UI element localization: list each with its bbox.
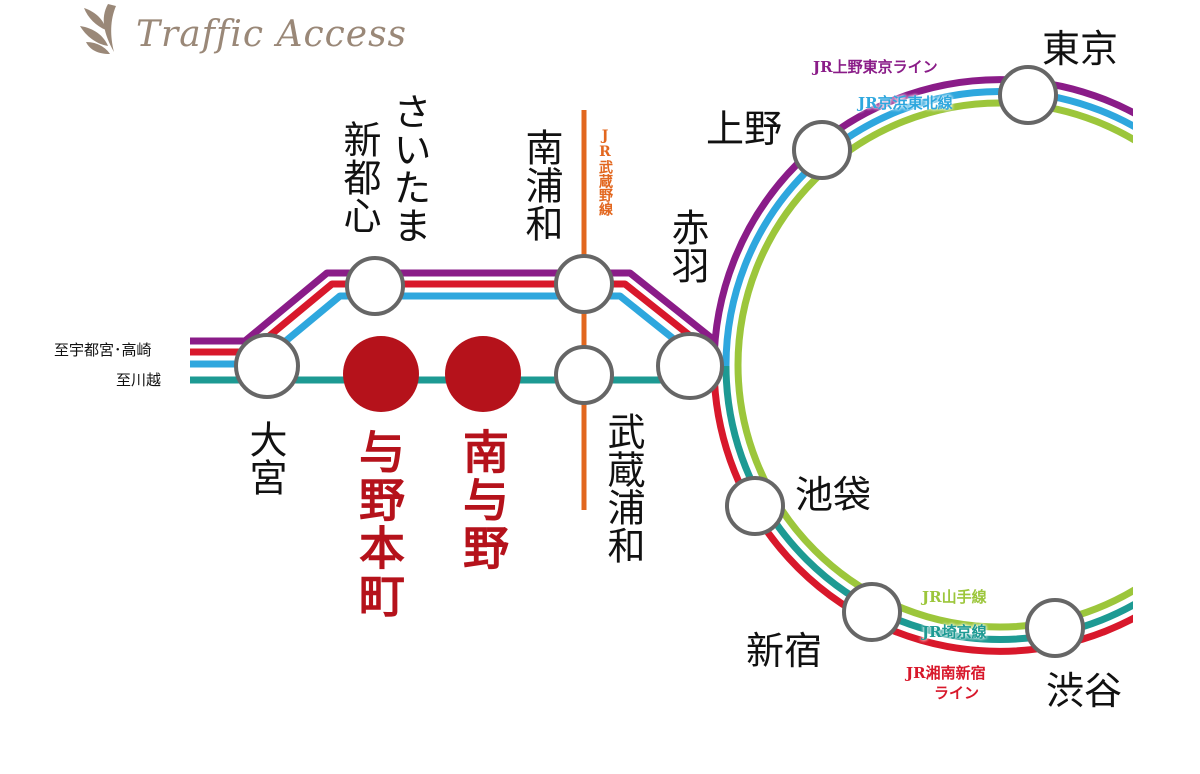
station-ikebukuro[interactable] — [725, 476, 785, 536]
label-saitama-2: 新都心 — [337, 120, 381, 234]
label-yamanote-line: JR山手線 — [922, 588, 987, 606]
yamanote-line-ring — [734, 99, 1133, 631]
label-minami-urawa: 南浦和 — [519, 128, 563, 242]
label-ikebukuro: 池袋 — [795, 473, 872, 517]
label-shinjuku: 新宿 — [746, 629, 823, 673]
label-yono-honmachi: 与野本町 — [352, 428, 406, 620]
label-saikyo-line: JR埼京線 — [922, 623, 987, 641]
leaf-ornament-icon — [80, 4, 116, 54]
label-tokyo: 東京 — [1042, 27, 1119, 71]
station-omiya[interactable] — [234, 333, 300, 399]
station-shinjuku[interactable] — [842, 582, 902, 642]
label-musashino-line: JR武蔵野線 — [597, 128, 613, 216]
station-musashi-urawa[interactable] — [554, 345, 614, 405]
station-minami-yono[interactable] — [445, 336, 521, 412]
station-yono-honmachi[interactable] — [343, 336, 419, 412]
label-ueno: 上野 — [706, 107, 783, 151]
destination-kawagoe: 至川越 — [116, 371, 162, 389]
destination-utsunomiya: 至宇都宮･高崎 — [54, 341, 152, 359]
label-shibuya: 渋谷 — [1046, 669, 1123, 713]
station-shibuya[interactable] — [1025, 598, 1085, 658]
label-saitama-1: さいたま — [387, 92, 431, 244]
label-shonan-shinjuku-line-2: ライン — [934, 684, 980, 702]
ueno-tokyo-line-track — [190, 269, 717, 345]
label-omiya: 大宮 — [243, 420, 287, 496]
label-akabane: 赤羽 — [665, 208, 709, 284]
label-shonan-shinjuku-line-1: JR湘南新宿 — [906, 664, 986, 682]
station-ueno[interactable] — [792, 120, 852, 180]
station-minami-urawa[interactable] — [554, 254, 614, 314]
label-ueno-tokyo-line: JR上野東京ライン — [813, 58, 938, 76]
label-musashi-urawa: 武蔵浦和 — [601, 412, 645, 564]
keihin-tohoku-line-ring — [722, 88, 1133, 367]
station-akabane[interactable] — [656, 332, 724, 400]
label-minami-yono: 南与野 — [456, 428, 510, 572]
label-keihin-tohoku-line: JR京浜東北線 — [858, 94, 953, 112]
ueno-tokyo-line-ring — [710, 76, 1133, 367]
shonan-shinjuku-line-track — [190, 280, 711, 356]
station-tokyo[interactable] — [998, 65, 1058, 125]
station-saitama-shintoshin[interactable] — [345, 256, 405, 316]
page-title: Traffic Access — [136, 14, 408, 55]
